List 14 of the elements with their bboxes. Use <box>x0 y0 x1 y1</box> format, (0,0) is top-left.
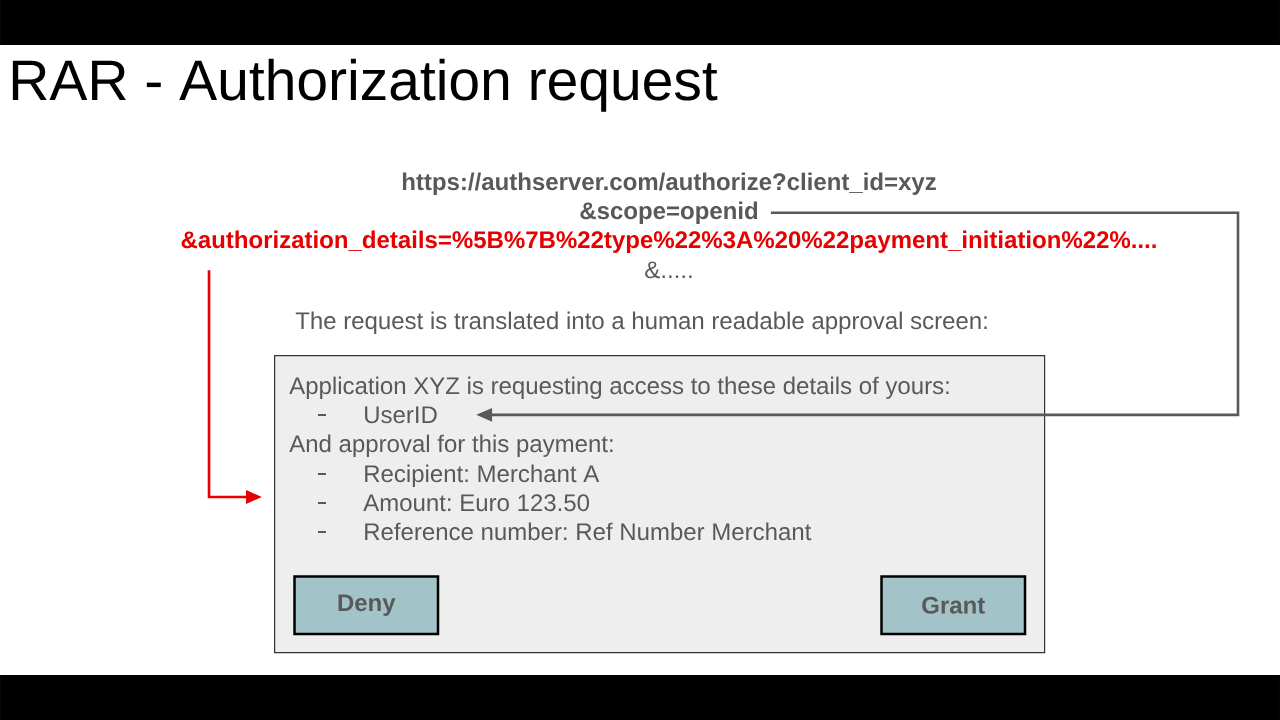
description-text: The request is translated into a human readable approval screen: <box>295 311 987 334</box>
url-text: https://authserver.com/authorize?client_id=xyz <box>402 172 936 195</box>
button: Deny <box>293 575 440 636</box>
list-item: Reference number: Ref Number Merchant <box>365 522 812 541</box>
url-text: &authorization_details=%5B%7B%22type%22%3A%20%22payment_initiation%22%.... <box>181 230 1156 253</box>
list-item: Recipient: Merchant A <box>365 464 600 487</box>
button: Grant <box>880 575 1027 636</box>
prompt-text: Application XYZ is requesting access to these details of yours: <box>289 376 949 399</box>
url-text: &..... <box>645 261 692 279</box>
list-item: UserID <box>365 406 437 424</box>
list-item: Amount: Euro 123.50 <box>363 494 590 512</box>
slide-title: RAR - Authorization request <box>12 58 718 112</box>
prompt-text: And approval for this payment: <box>289 434 613 457</box>
url-text: &scope=openid <box>580 201 758 224</box>
